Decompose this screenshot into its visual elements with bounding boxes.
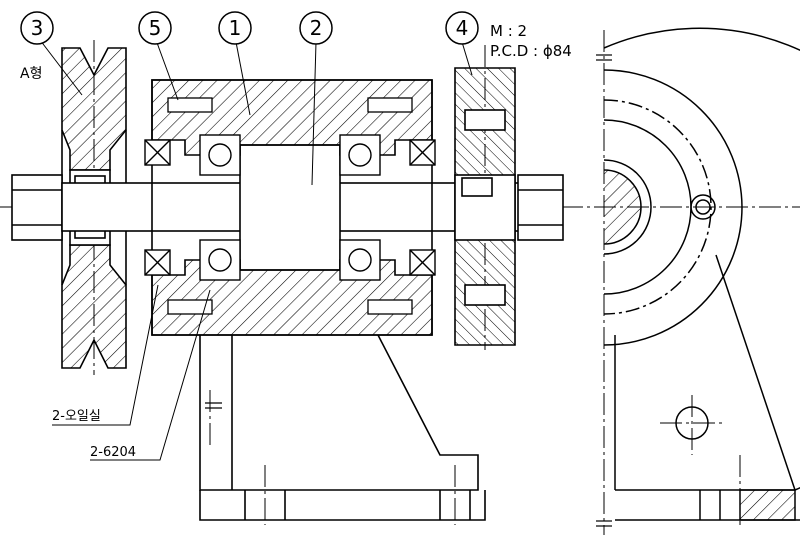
svg-text:4: 4 <box>456 16 469 40</box>
side-view <box>603 27 800 521</box>
bolts <box>167 97 413 315</box>
spur-gear <box>454 67 516 346</box>
svg-text:2: 2 <box>310 16 323 40</box>
break-marks <box>205 54 612 527</box>
svg-text:3: 3 <box>31 16 44 40</box>
gear-module: M : 2 <box>490 22 527 40</box>
svg-text:1: 1 <box>229 16 242 40</box>
gear-pcd: P.C.D : ϕ84 <box>490 42 572 60</box>
pedestal <box>199 334 486 521</box>
bearing-callout: 2-6204 <box>90 445 136 460</box>
balloon-2: 2 <box>299 11 333 45</box>
pulley-type: A형 <box>20 66 42 82</box>
balloon-3: 3 <box>20 11 54 45</box>
oil-seals <box>144 139 436 276</box>
bearings <box>199 134 381 281</box>
balloon-1: 1 <box>218 11 252 45</box>
oil-seal-callout: 2-오일실 <box>52 409 101 424</box>
svg-text:5: 5 <box>149 16 162 40</box>
balloon-4: 4 <box>445 11 479 45</box>
balloon-5: 5 <box>138 11 172 45</box>
